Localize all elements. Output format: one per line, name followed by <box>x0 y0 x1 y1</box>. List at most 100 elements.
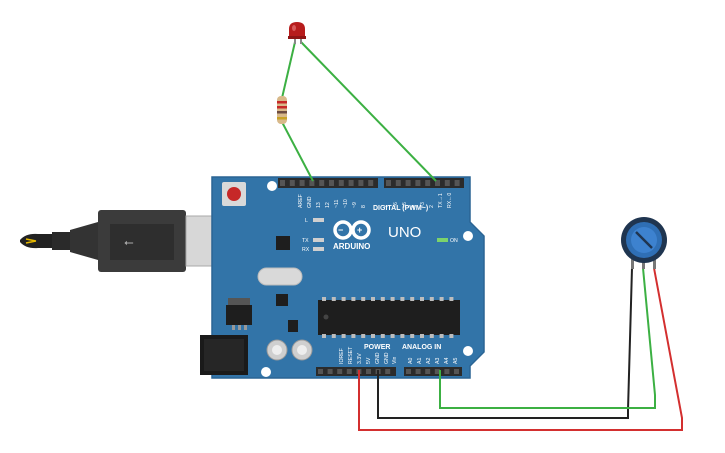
wire-led-pin2[interactable] <box>300 41 437 182</box>
digital-header-label: DIGITAL (PWM~) <box>373 205 428 212</box>
analog-pin-label: A2 <box>426 358 432 364</box>
digital-pin-label: GND <box>307 196 313 208</box>
potentiometer[interactable] <box>621 217 667 269</box>
power-header[interactable] <box>316 367 396 376</box>
wire-gnd-pot[interactable] <box>377 267 633 419</box>
power-pin-label: RESET <box>348 346 354 364</box>
voltage-regulator <box>226 298 252 330</box>
usb-chip <box>276 236 290 250</box>
usb-cable[interactable]: ⭠ <box>20 210 229 272</box>
digital-pin-label: ~10 <box>343 199 349 208</box>
header-hole[interactable] <box>385 369 391 374</box>
digital-pin-label: TX→1 <box>438 193 444 208</box>
header-hole[interactable] <box>280 180 285 186</box>
svg-text:⭠: ⭠ <box>124 235 134 249</box>
header-hole[interactable] <box>338 180 344 186</box>
power-header-label: POWER <box>364 344 390 351</box>
analog-pin-label: A5 <box>453 358 459 364</box>
header-hole[interactable] <box>454 180 460 186</box>
header-hole[interactable] <box>444 180 450 186</box>
header-hole[interactable] <box>289 180 295 186</box>
digital-header-right[interactable] <box>384 178 464 188</box>
model-label: UNO <box>388 224 421 241</box>
analog-pin-label: A0 <box>408 358 414 364</box>
digital-pin-label: 2 <box>429 205 435 208</box>
digital-pin-label: 4 <box>411 205 417 208</box>
reset-button[interactable] <box>222 182 246 206</box>
power-pin-label: GND <box>384 352 390 364</box>
digital-pin-label: ~6 <box>393 202 399 208</box>
analog-pin-label: A1 <box>417 358 423 364</box>
header-hole[interactable] <box>358 180 364 186</box>
power-pin-label: GND <box>375 352 381 364</box>
header-hole[interactable] <box>405 180 411 186</box>
header-hole[interactable] <box>327 369 333 374</box>
wires <box>281 41 683 431</box>
header-hole[interactable] <box>329 180 334 186</box>
small-ic <box>276 294 288 306</box>
crystal-oscillator <box>257 267 303 286</box>
analog-header[interactable] <box>404 367 462 376</box>
header-hole[interactable] <box>415 369 421 374</box>
digital-pin-label: 7 <box>384 205 390 208</box>
on-led <box>437 238 448 242</box>
pot-knob-indicator <box>635 231 653 249</box>
power-pin-label: 5V <box>366 357 372 364</box>
header-hole[interactable] <box>435 180 440 186</box>
wire-resistor-gnd[interactable] <box>281 121 314 182</box>
header-hole[interactable] <box>454 369 459 374</box>
dc-power-jack[interactable] <box>200 335 248 375</box>
on-label: ON <box>450 238 458 244</box>
digital-pin-label: ~9 <box>352 202 358 208</box>
analog-pin-label: A3 <box>435 358 441 364</box>
analog-pin-label: A4 <box>444 358 450 364</box>
wire-led-resistor[interactable] <box>281 41 296 99</box>
digital-pin-label: ~3 <box>420 202 426 208</box>
digital-pin-label: AREF <box>298 194 304 208</box>
digital-pin-label: 8 <box>361 205 367 208</box>
header-hole[interactable] <box>318 369 323 374</box>
digital-pin-label: 12 <box>325 202 331 208</box>
header-hole[interactable] <box>309 180 315 186</box>
power-pin-label: IOREF <box>339 348 345 364</box>
digital-pin-label: 13 <box>316 202 322 208</box>
power-pin-label: 3.3V <box>357 353 363 364</box>
wire-a3-pot[interactable] <box>439 267 656 409</box>
header-hole[interactable] <box>406 369 411 374</box>
header-hole[interactable] <box>415 180 421 186</box>
led-l <box>313 218 324 222</box>
header-hole[interactable] <box>319 180 325 186</box>
led-tx-label: TX <box>302 238 309 244</box>
header-hole[interactable] <box>444 369 450 374</box>
capacitor-2 <box>291 339 313 361</box>
arduino-logo: − + <box>333 220 371 240</box>
led-rx <box>313 247 324 251</box>
digital-pin-label: ~11 <box>334 199 340 208</box>
header-hole[interactable] <box>346 369 352 374</box>
power-pin-label: Vin <box>392 356 398 364</box>
header-hole[interactable] <box>425 180 431 186</box>
header-hole[interactable] <box>299 180 305 186</box>
header-hole[interactable] <box>368 180 374 186</box>
header-hole[interactable] <box>348 180 354 186</box>
header-hole[interactable] <box>386 180 391 186</box>
header-hole[interactable] <box>434 369 440 374</box>
wire-5v-pot[interactable] <box>358 267 683 431</box>
resistor[interactable] <box>277 96 287 124</box>
led-red[interactable] <box>288 22 306 44</box>
header-hole[interactable] <box>395 180 401 186</box>
svg-text:+: + <box>357 225 362 235</box>
atmega-microcontroller <box>318 297 460 338</box>
header-hole[interactable] <box>337 369 343 374</box>
header-hole[interactable] <box>366 369 371 374</box>
digital-header-left[interactable] <box>278 178 378 188</box>
svg-text:−: − <box>338 225 343 235</box>
led-tx <box>313 238 324 242</box>
analog-header-label: ANALOG IN <box>402 344 441 351</box>
header-hole[interactable] <box>425 369 431 374</box>
brand-label: ARDUINO <box>333 242 370 251</box>
led-l-label: L <box>305 218 308 224</box>
